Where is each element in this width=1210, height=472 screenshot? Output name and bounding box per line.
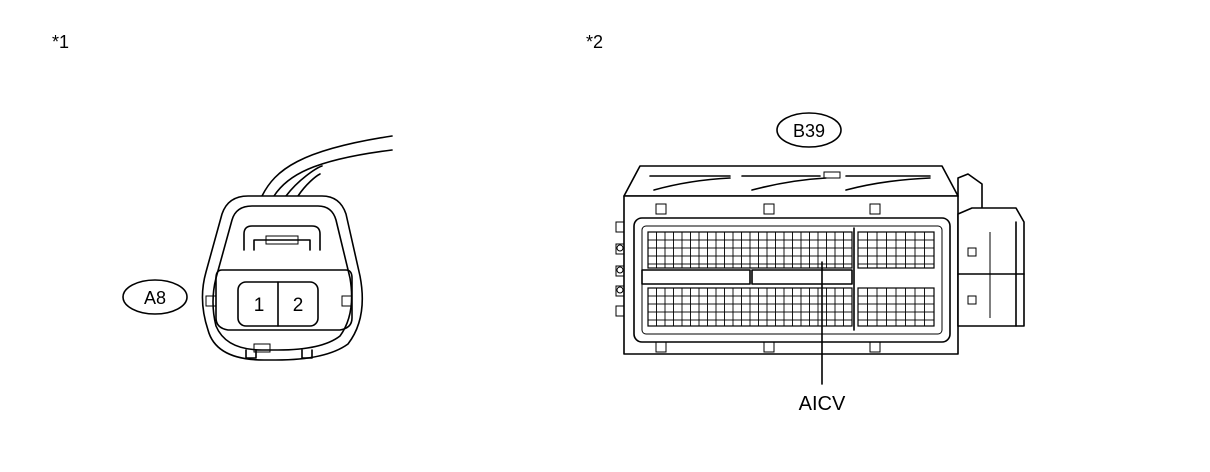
- view-marker-1: *1: [52, 32, 69, 52]
- connector-b39-badge: B39: [776, 112, 842, 148]
- connector-b39: AICV: [615, 165, 1025, 415]
- terminal-1-label: 1: [254, 295, 265, 316]
- wire-harness: [261, 135, 393, 197]
- terminal-2-label: 2: [293, 295, 304, 316]
- side-latch-bumps: [615, 221, 625, 317]
- connector-a8-housing: [201, 195, 364, 361]
- connector-a8-badge: A8: [122, 279, 188, 315]
- terminal-grid: [641, 227, 935, 331]
- connector-a8-label: A8: [144, 288, 166, 308]
- connector-b39-label: B39: [793, 121, 825, 141]
- terminal-callout-label: AICV: [799, 393, 846, 415]
- connector-b39-latch: [957, 207, 1025, 327]
- view-marker-2: *2: [586, 32, 603, 52]
- connector-a8: 1 2: [201, 135, 393, 361]
